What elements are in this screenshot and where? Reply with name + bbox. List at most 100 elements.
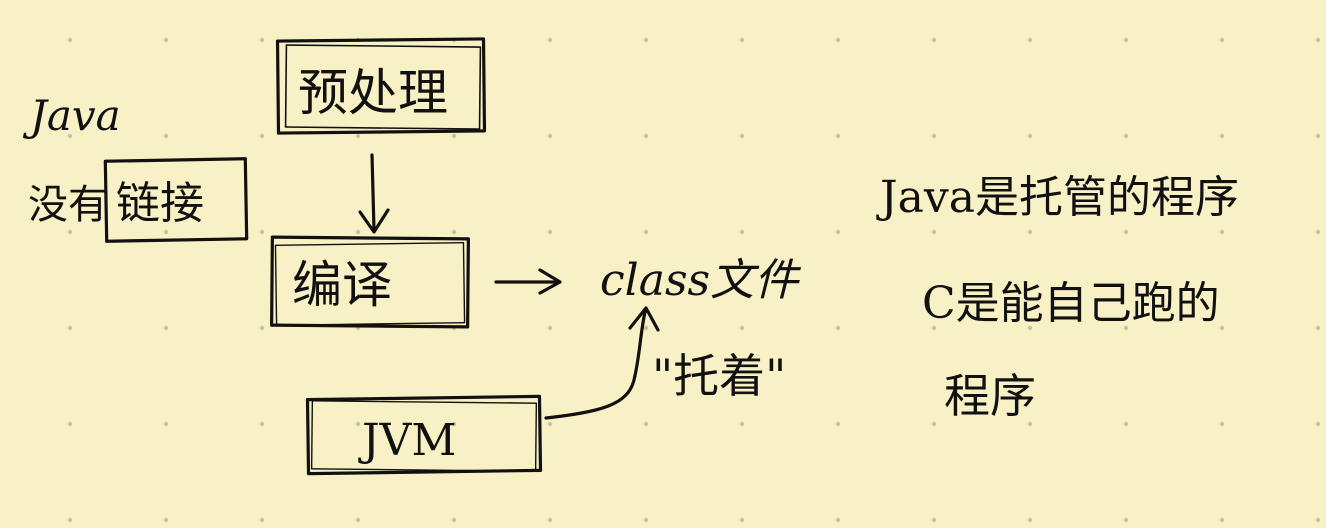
grid-dot (739, 37, 745, 43)
grid-dot (835, 229, 841, 235)
grid-dot (931, 133, 937, 139)
grid-dot (67, 517, 73, 523)
no-prefix-text: 没有 (28, 182, 108, 228)
grid-dot (739, 421, 745, 427)
grid-dot (1219, 421, 1225, 427)
compile-text: 编译 (292, 256, 392, 314)
grid-dot (259, 421, 265, 427)
grid-dot (1315, 517, 1321, 523)
grid-dot (355, 133, 361, 139)
grid-dot (643, 421, 649, 427)
grid-dot (1123, 517, 1129, 523)
grid-dot (1219, 325, 1225, 331)
c-native-text: C是能自己跑的 (922, 278, 1220, 329)
grid-dot (1027, 421, 1033, 427)
preprocess-box-shadow (284, 44, 482, 130)
jvm-box (305, 394, 543, 476)
grid-dot (1027, 37, 1033, 43)
grid-dot (355, 421, 361, 427)
program-text: 程序 (944, 369, 1036, 423)
grid-dot (739, 325, 745, 331)
grid-dot (163, 229, 169, 235)
down-arrow (370, 153, 376, 232)
grid-dot (259, 325, 265, 331)
grid-dot (643, 133, 649, 139)
grid-dot (931, 325, 937, 331)
grid-dot (355, 229, 361, 235)
grid-dot (259, 133, 265, 139)
down-arrow-head (358, 208, 390, 234)
grid-dot (259, 517, 265, 523)
grid-dot (1315, 37, 1321, 43)
grid-dot (547, 37, 553, 43)
grid-dot (67, 421, 73, 427)
grid-dot (259, 37, 265, 43)
grid-dot (835, 37, 841, 43)
grid-dot (1123, 325, 1129, 331)
curved-arrow (544, 310, 647, 420)
grid-dot (67, 37, 73, 43)
grid-dot (835, 421, 841, 427)
dot-grid-background (67, 37, 1321, 523)
right-arrow-head (538, 268, 562, 295)
holding-label: "托着" (652, 349, 786, 403)
grid-dot (1123, 133, 1129, 139)
grid-dot (67, 229, 73, 235)
grid-dot (1315, 133, 1321, 139)
grid-dot (1219, 133, 1225, 139)
grid-dot (1027, 229, 1033, 235)
grid-dot (931, 37, 937, 43)
grid-dot (643, 325, 649, 331)
grid-dot (547, 325, 553, 331)
grid-dot (163, 517, 169, 523)
grid-dot (835, 325, 841, 331)
jvm-text: JVM (358, 415, 456, 466)
java-label: Java (22, 91, 121, 140)
linking-box (103, 157, 249, 243)
linking-text: 链接 (116, 178, 204, 229)
grid-dot (1027, 133, 1033, 139)
grid-dot (835, 133, 841, 139)
grid-dot (163, 325, 169, 331)
grid-dot (259, 229, 265, 235)
grid-dot (163, 37, 169, 43)
grid-dot (1219, 37, 1225, 43)
jvm-box-shadow (310, 400, 538, 472)
grid-dot (547, 421, 553, 427)
grid-dot (451, 421, 457, 427)
compile-box-shadow (274, 241, 466, 327)
preprocess-text: 预处理 (298, 64, 448, 122)
grid-dot (67, 133, 73, 139)
grid-dot (547, 133, 553, 139)
grid-dot (739, 229, 745, 235)
grid-dot (1315, 421, 1321, 427)
compile-box (270, 235, 470, 329)
grid-dot (739, 133, 745, 139)
grid-dot (163, 133, 169, 139)
grid-dot (451, 517, 457, 523)
grid-dot (451, 133, 457, 139)
java-managed-text: Java是托管的程序 (876, 172, 1239, 223)
grid-dot (835, 517, 841, 523)
grid-dot (1123, 37, 1129, 43)
preprocess-box (275, 37, 487, 135)
grid-dot (1315, 325, 1321, 331)
grid-dot (1027, 325, 1033, 331)
grid-dot (355, 517, 361, 523)
grid-dot (739, 517, 745, 523)
grid-dot (1219, 517, 1225, 523)
curved-arrow-head (628, 306, 660, 332)
grid-dot (67, 325, 73, 331)
grid-dot (643, 37, 649, 43)
grid-dot (547, 517, 553, 523)
grid-dot (643, 517, 649, 523)
grid-dot (1027, 517, 1033, 523)
grid-dot (1123, 421, 1129, 427)
grid-dot (451, 229, 457, 235)
grid-dot (1123, 229, 1129, 235)
class-file-text: class文件 (600, 255, 801, 306)
grid-dot (931, 517, 937, 523)
grid-dot (547, 229, 553, 235)
grid-dot (931, 229, 937, 235)
